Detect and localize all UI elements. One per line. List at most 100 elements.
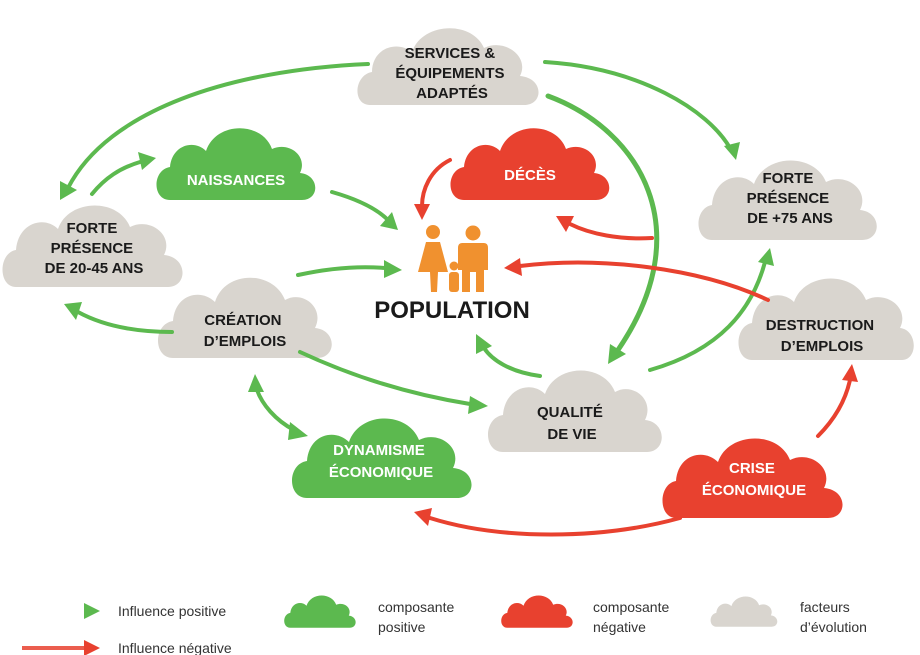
woman-body [418, 242, 448, 292]
family-icon [418, 225, 488, 292]
cloud-naissances: NAISSANCES [156, 128, 316, 200]
svg-text:facteurs d’évolution: facteurs d’évolution [800, 599, 867, 635]
green-cloud-icon [284, 595, 356, 628]
arrow-services-to-forte75 [543, 60, 732, 150]
cloud-qualite: QUALITÉ DE VIE [488, 370, 662, 452]
legend-label: Influence négative [118, 640, 232, 655]
cloud-creation: CRÉATION D’EMPLOIS [158, 277, 332, 358]
cloud-deces: DÉCÈS [450, 128, 610, 200]
legend-label: positive [378, 619, 426, 635]
arrowhead [556, 216, 574, 232]
arrowhead [288, 422, 308, 440]
arrowhead [60, 181, 77, 200]
cloud-forte-75: FORTE PRÉSENCE DE +75 ANS [698, 160, 877, 240]
legend: Influence positive Influence négative co… [22, 595, 867, 655]
arrowhead [380, 212, 398, 230]
arrowhead [468, 396, 488, 414]
arrowhead [64, 302, 82, 320]
child-body [449, 272, 459, 292]
legend-label: composante [593, 599, 669, 615]
svg-text:composante négative: composante négative [593, 599, 673, 635]
arrowhead [758, 248, 774, 266]
node-line: NAISSANCES [187, 172, 285, 189]
legend-positive-influence: Influence positive [22, 603, 226, 619]
svg-text:QUALITÉ DE VIE: QUALITÉ DE VIE [537, 404, 607, 443]
svg-text:SERVICES & ÉQUIPEMENTS: SERVICES & ÉQUIPEMENTS ADAPTÉS [395, 45, 508, 102]
population-label: POPULATION [374, 297, 530, 324]
legend-composante-negative: composante négative [501, 595, 673, 635]
node-line: DESTRUCTION [766, 317, 874, 334]
arrowhead [84, 640, 100, 655]
node-line: DYNAMISME [333, 442, 425, 459]
cloud-shape [450, 128, 610, 200]
svg-text:composante positive: composante positive [378, 599, 458, 635]
node-line: DE VIE [547, 426, 596, 443]
arrowhead [842, 364, 858, 382]
arrowhead [84, 603, 100, 619]
svg-text:FORTE PRÉSENCE DE: FORTE PRÉSENCE DE +75 ANS [747, 170, 834, 227]
legend-label: négative [593, 619, 646, 635]
arrow-creation-dynamisme [255, 388, 296, 432]
arrow-creation-to-forte2045 [76, 310, 174, 334]
node-line: CRISE [729, 460, 775, 477]
svg-text:DYNAMISME ÉCONOMIQUE: DYNAMISME ÉCONOMIQUE [329, 442, 433, 481]
cloud-shape [2, 205, 183, 287]
node-line: SERVICES & [405, 45, 496, 62]
cloud-dynamisme: DYNAMISME ÉCONOMIQUE [292, 418, 472, 498]
arrowhead [476, 334, 492, 354]
cloud-shape [738, 278, 914, 360]
node-line: DE 20-45 ANS [45, 260, 144, 277]
legend-facteurs: facteurs d’évolution [710, 596, 867, 635]
man-head [465, 225, 481, 241]
legend-negative-influence: Influence négative [22, 640, 232, 655]
node-line: QUALITÉ [537, 404, 603, 421]
cloud-shape [698, 160, 877, 240]
node-line: PRÉSENCE [51, 240, 134, 257]
cloud-crise: CRISE ÉCONOMIQUE [662, 438, 843, 518]
legend-label: facteurs [800, 599, 850, 615]
child-head [449, 261, 459, 271]
arrowhead [724, 142, 740, 160]
arrow-naissances-to-population [330, 190, 390, 222]
arrow-qualite-to-population [482, 346, 542, 378]
node-line: ÉCONOMIQUE [702, 482, 806, 499]
arrow-services-to-qualite [545, 93, 660, 353]
node-line: PRÉSENCE [747, 190, 830, 207]
svg-text:DESTRUCTION D’EMPLOIS: DESTRUCTION D’EMPLOIS [766, 317, 879, 355]
red-cloud-icon [501, 595, 573, 628]
legend-label: d’évolution [800, 619, 867, 635]
arrow-services-to-forte2045 [66, 62, 370, 190]
node-line: D’EMPLOIS [781, 338, 864, 355]
cloud-services: SERVICES & ÉQUIPEMENTS ADAPTÉS [357, 28, 539, 105]
legend-label: composante [378, 599, 454, 615]
arrowhead [414, 508, 432, 526]
node-line: DÉCÈS [504, 167, 556, 184]
svg-text:DÉCÈS: DÉCÈS [504, 167, 556, 184]
svg-text:FORTE PRÉSENCE DE: FORTE PRÉSENCE DE 20-45 ANS [45, 220, 144, 277]
node-line: FORTE [762, 170, 813, 187]
cloud-forte-20-45: FORTE PRÉSENCE DE 20-45 ANS [2, 205, 183, 287]
svg-text:CRISE ÉCONOMIQUE: CRISE ÉCONOMIQUE [702, 460, 806, 499]
arrow-destruction-to-population [518, 260, 770, 302]
cloud-shape [156, 128, 316, 200]
node-line: ÉQUIPEMENTS [395, 65, 504, 82]
arrow-deces-to-population [420, 158, 452, 208]
arrow-crise-to-dynamisme [428, 516, 682, 537]
node-line: ADAPTÉS [416, 85, 488, 102]
node-line: CRÉATION [204, 312, 281, 329]
arrow-forte2045-to-naissances [90, 160, 142, 196]
woman-head [426, 225, 440, 239]
cloud-shape [357, 28, 539, 105]
grey-cloud-icon [710, 596, 778, 627]
legend-label: Influence positive [118, 603, 226, 619]
arrowhead [608, 344, 626, 364]
legend-composante-positive: composante positive [284, 595, 458, 635]
arrow-forte75-to-deces [568, 222, 654, 241]
man-body [458, 243, 488, 292]
arrow-crise-to-destruction [816, 378, 852, 438]
cloud-shape [662, 438, 843, 518]
cloud-destruction: DESTRUCTION D’EMPLOIS [738, 278, 914, 360]
arrowhead [504, 258, 522, 276]
arrows [60, 60, 858, 537]
